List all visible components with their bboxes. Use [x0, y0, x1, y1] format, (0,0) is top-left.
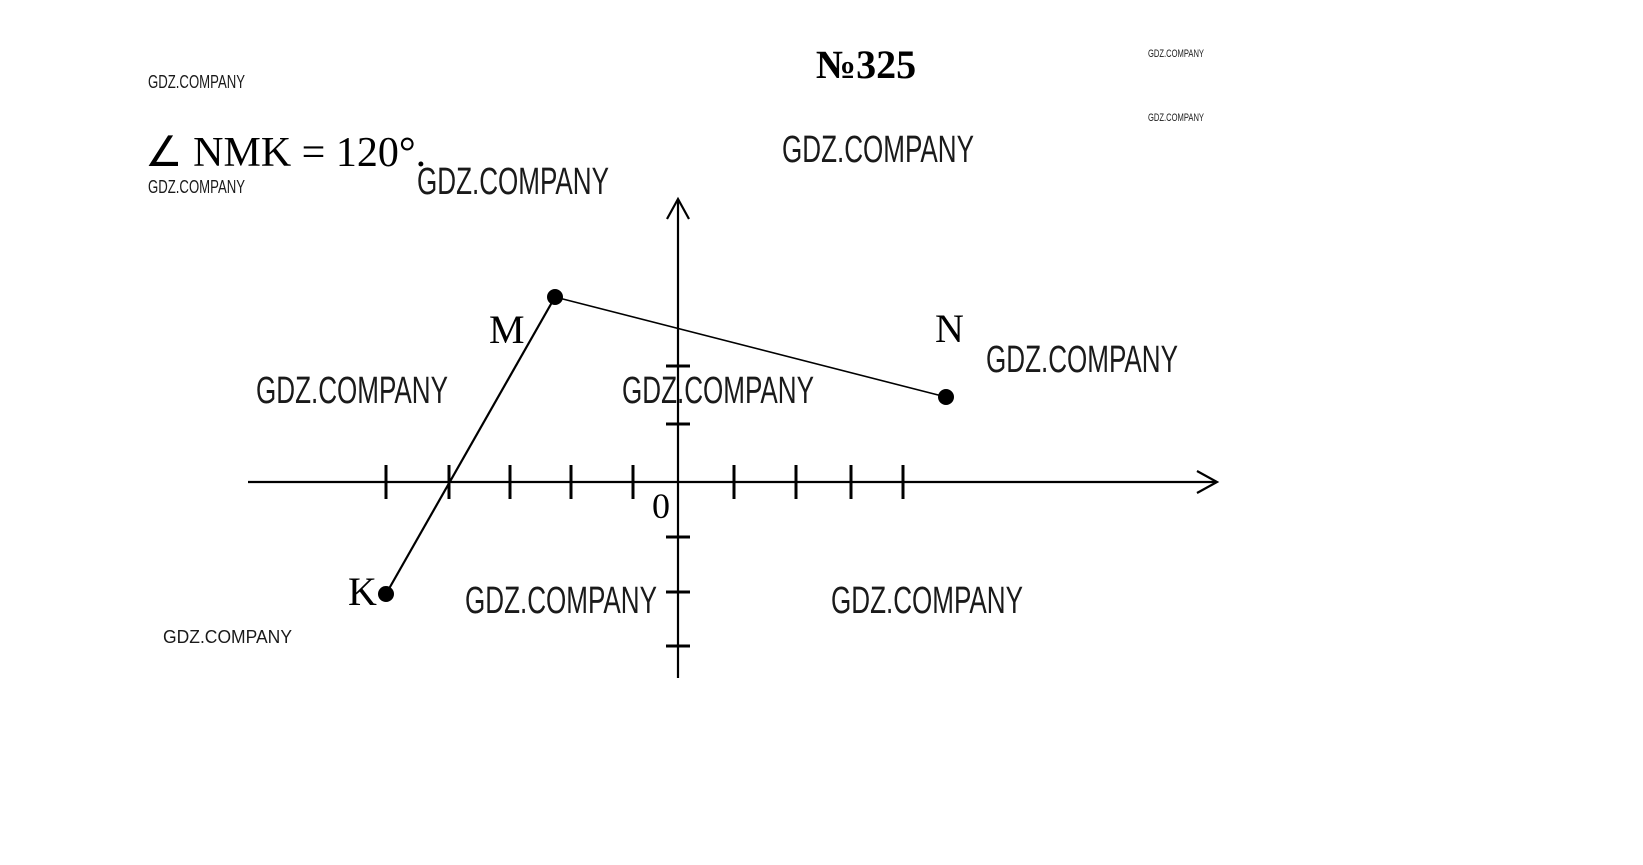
watermark: GDZ.COMPANY [148, 177, 245, 197]
watermark: GDZ.COMPANY [1148, 112, 1204, 124]
origin-label: 0 [652, 486, 670, 526]
watermarks: GDZ.COMPANY GDZ.COMPANY GDZ.COMPANY GDZ.… [148, 48, 1204, 647]
point-n-label: N [935, 306, 964, 351]
segment-mk [385, 296, 556, 595]
watermark: GDZ.COMPANY [417, 161, 609, 203]
watermark: GDZ.COMPANY [148, 72, 245, 92]
coordinate-axes [248, 196, 1220, 678]
watermark: GDZ.COMPANY [622, 370, 814, 412]
watermark: GDZ.COMPANY [256, 370, 448, 412]
point-m [547, 289, 563, 305]
watermark: GDZ.COMPANY [465, 580, 657, 622]
watermark: GDZ.COMPANY [986, 339, 1178, 381]
point-n [938, 389, 954, 405]
watermark: GDZ.COMPANY [782, 129, 974, 171]
problem-number: №325 [816, 42, 916, 87]
angle-segments [385, 296, 947, 595]
point-k-label: K [348, 569, 377, 614]
point-k [378, 586, 394, 602]
segment-mn [554, 296, 947, 398]
y-axis-ticks [666, 364, 690, 648]
y-axis-arrow-icon [666, 196, 690, 220]
watermark: GDZ.COMPANY [1148, 48, 1204, 60]
watermark: GDZ.COMPANY [163, 627, 292, 647]
point-m-label: M [489, 307, 525, 352]
angle-statement: ∠ NMK = 120°. [145, 130, 426, 176]
watermark: GDZ.COMPANY [831, 580, 1023, 622]
x-axis-arrow-icon [1196, 470, 1220, 494]
